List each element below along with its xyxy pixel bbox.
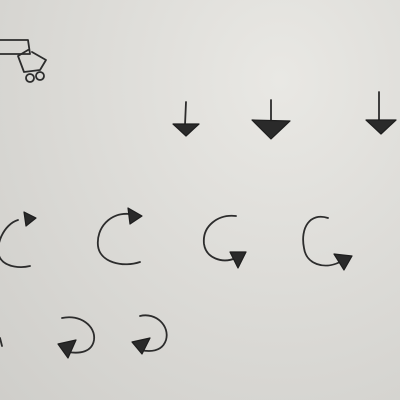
curved-arrow-down-icon <box>131 314 168 355</box>
curved-arrow-counterclockwise-icon <box>302 215 353 271</box>
curved-arrow-down-icon <box>57 316 95 359</box>
down-arrow-icon <box>365 91 397 135</box>
curved-arrow-clockwise-icon <box>0 211 37 268</box>
down-arrow-icon <box>172 101 200 137</box>
cart-icon <box>0 39 47 83</box>
curved-arrow-down-icon <box>0 337 3 347</box>
curved-arrow-clockwise-icon <box>97 207 143 266</box>
down-arrow-icon <box>251 99 291 140</box>
curved-arrow-counterclockwise-icon <box>203 214 247 269</box>
